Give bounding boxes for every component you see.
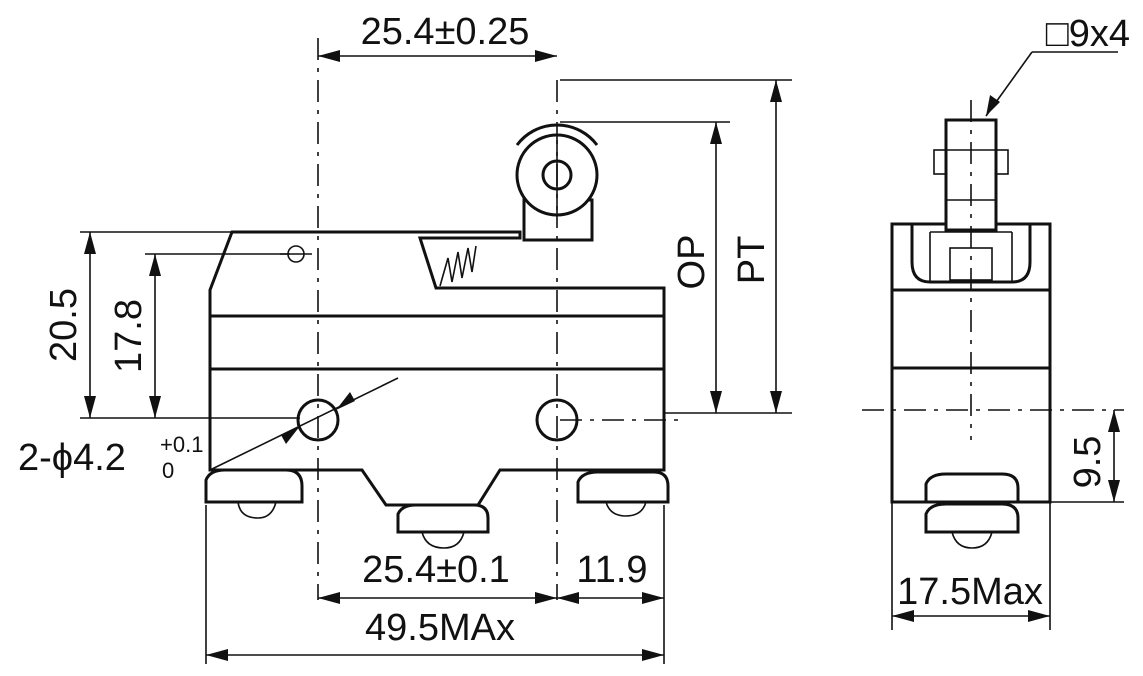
- height-hole-label: 17.8: [108, 299, 150, 373]
- overall-width-label: 49.5MAx: [365, 607, 515, 649]
- terminal-right: [576, 470, 670, 504]
- side-terminal-bottom: [924, 502, 1020, 534]
- top-spacing-label: 25.4±0.25: [361, 11, 530, 53]
- side-height-label: 9.5: [1067, 436, 1109, 489]
- terminal-middle: [396, 503, 490, 534]
- side-view: □9x4 9.5 17.5Max: [862, 13, 1130, 630]
- side-width-label: 17.5Max: [897, 571, 1043, 613]
- hole-tolerance-lower: 0: [162, 458, 174, 483]
- op-label: OP: [671, 235, 713, 290]
- bottom-spacing-label: 25.4±0.1: [362, 549, 510, 591]
- terminal-left: [204, 468, 304, 504]
- front-view: 25.4±0.25 20.5 17.8 OP PT 2-ϕ4.2 +0.1 0 …: [18, 11, 792, 664]
- height-total-label: 20.5: [43, 288, 85, 362]
- hole-tolerance-upper: +0.1: [160, 432, 203, 457]
- spring-icon: [439, 245, 477, 287]
- pt-label: PT: [731, 236, 773, 285]
- right-offset-label: 11.9: [576, 549, 647, 591]
- roller-size-label: □9x4: [1046, 13, 1130, 55]
- side-terminal-top: [924, 472, 1020, 504]
- mounting-hole-left: [296, 398, 340, 442]
- hole-spec-label: 2-ϕ4.2: [18, 437, 126, 479]
